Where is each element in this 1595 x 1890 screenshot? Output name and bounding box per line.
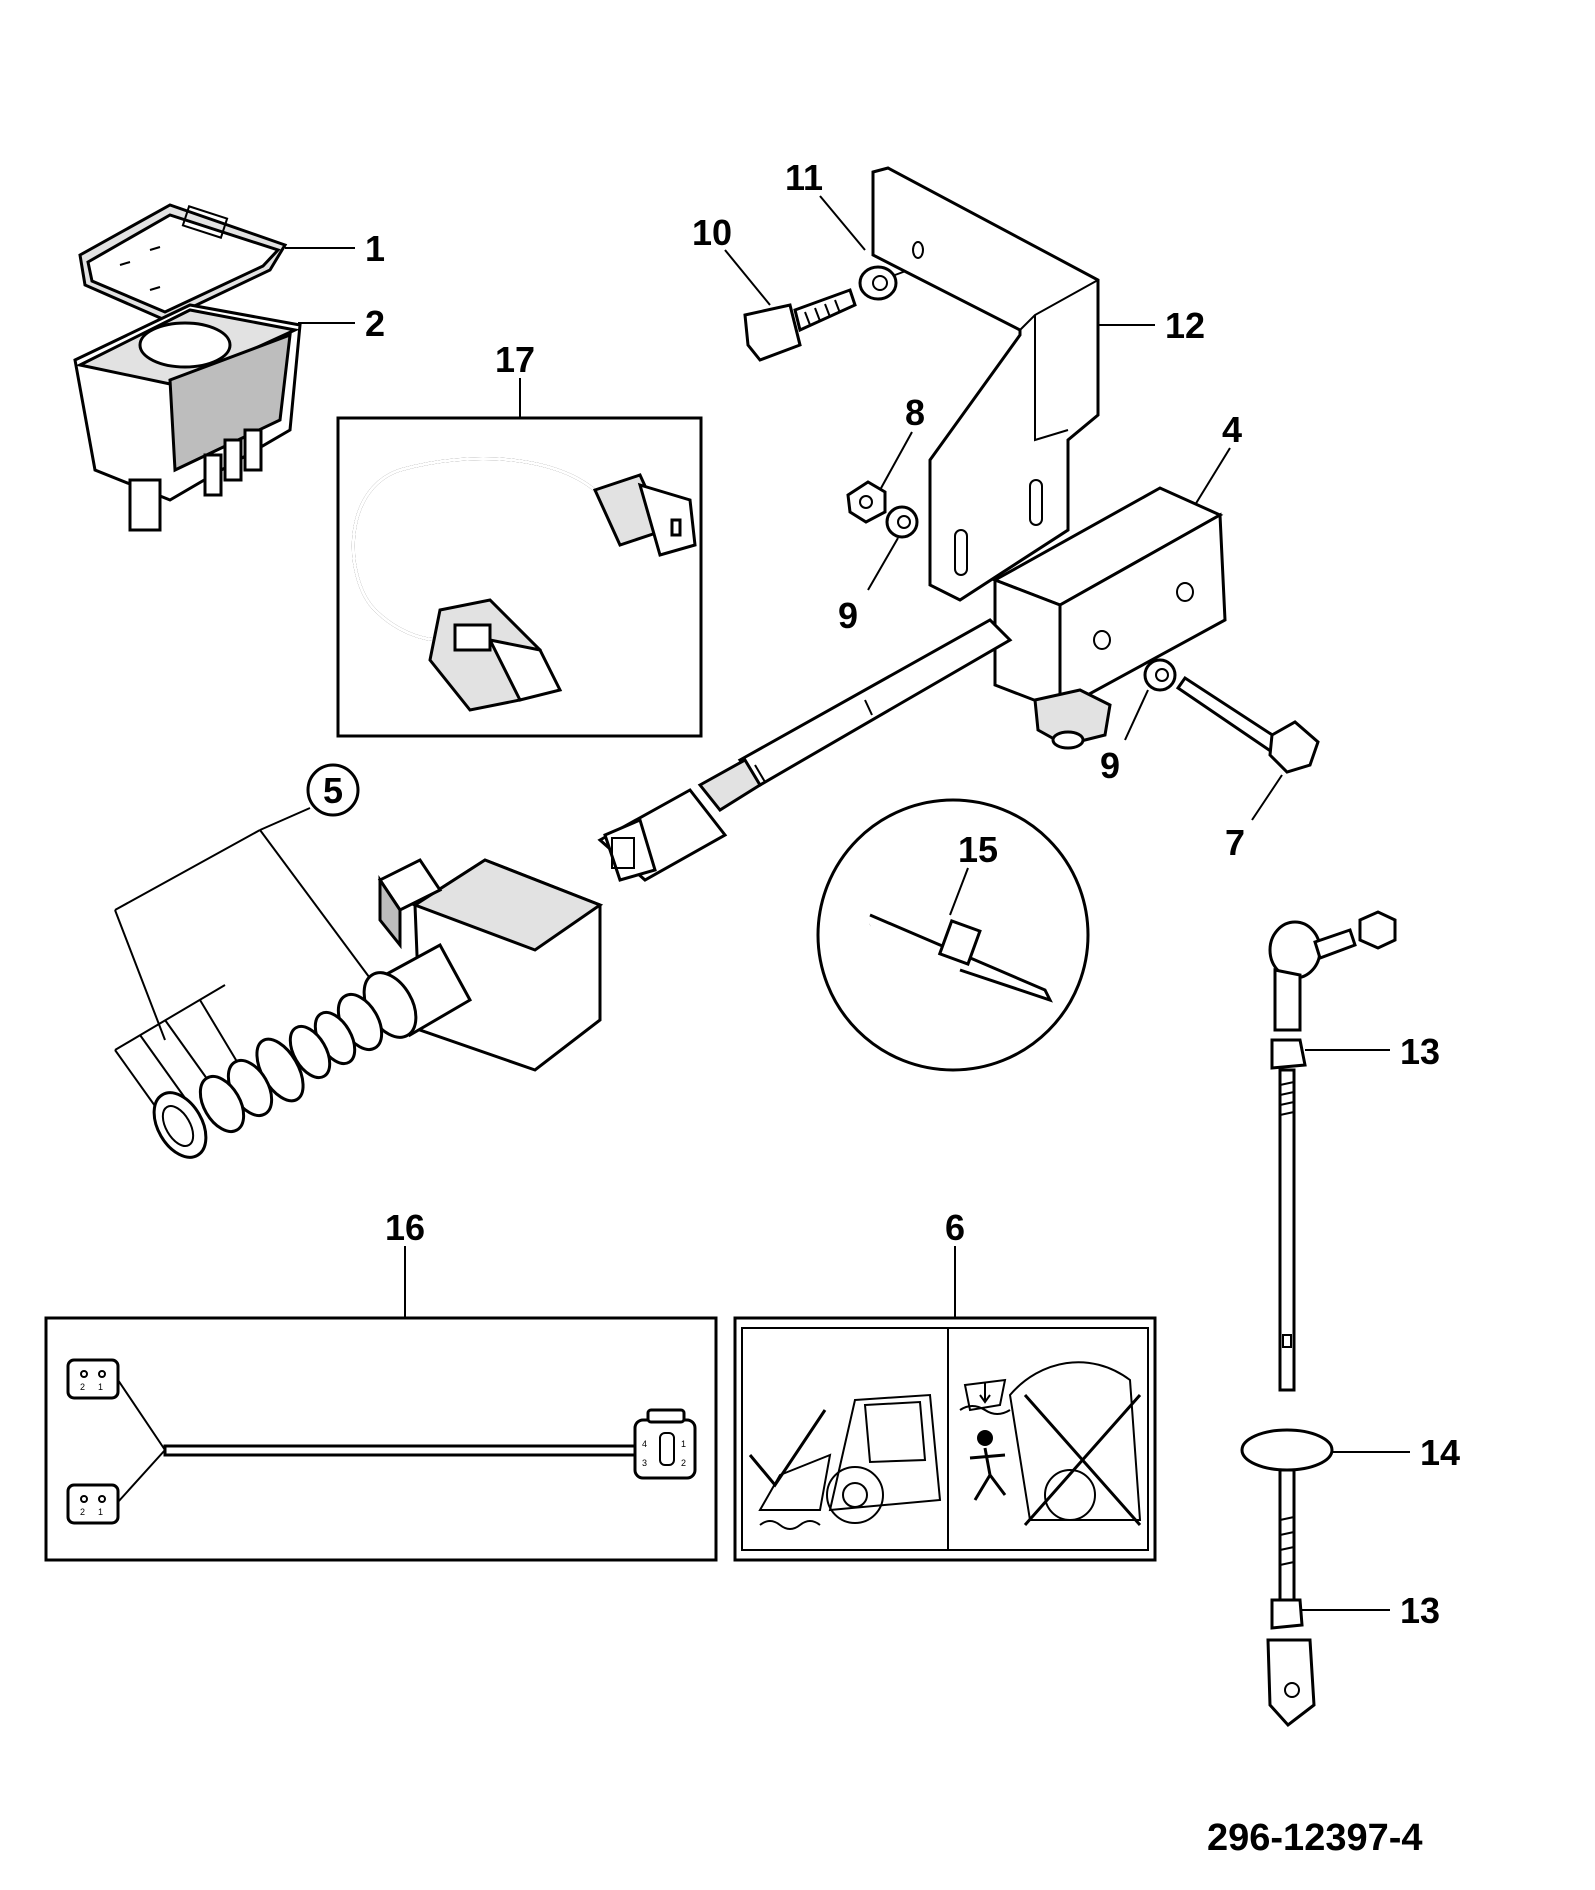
callout-5-circle [306, 763, 360, 817]
callout-9-lower: 9 [1100, 745, 1120, 786]
disc-14 [1240, 1428, 1334, 1472]
callout-15: 15 [958, 829, 998, 870]
solenoid-valve-5 [152, 858, 604, 1159]
nut-13-upper [1270, 1038, 1307, 1070]
decal-left-panel [748, 1393, 942, 1530]
washer-9-upper [885, 505, 919, 539]
callout-6: 6 [945, 1207, 965, 1248]
callout-12: 12 [1165, 305, 1205, 346]
callout-1: 1 [365, 228, 385, 269]
svg-text:3: 3 [642, 1458, 647, 1468]
callout-13-upper: 13 [1400, 1031, 1440, 1072]
svg-text:1: 1 [98, 1507, 103, 1517]
callout-7: 7 [1225, 822, 1245, 863]
decal-6-box [733, 1316, 1157, 1562]
bolt-10 [743, 288, 857, 362]
svg-text:2: 2 [681, 1458, 686, 1468]
cable-tie-15-circle [816, 798, 1090, 1072]
cross-mark-icon [1023, 1394, 1142, 1526]
decal-right-panel [959, 1361, 1142, 1526]
callout-9-upper: 9 [838, 595, 858, 636]
rod-assembly [1240, 910, 1397, 1728]
screw-7 [1175, 675, 1320, 774]
callout-5: 5 [323, 770, 343, 811]
check-mark-icon [748, 1409, 827, 1488]
svg-text:1: 1 [98, 1382, 103, 1392]
bucket-down-icon [959, 1378, 1011, 1415]
decal-6 [741, 1327, 1149, 1551]
cable-tie-15 [857, 913, 1053, 1014]
socket-icon [633, 1418, 697, 1480]
plug-bottom-icon [66, 1483, 120, 1525]
callout-16: 16 [385, 1207, 425, 1248]
person-icon [969, 1430, 1007, 1501]
harness-17-box [336, 416, 703, 738]
svg-text:2: 2 [80, 1507, 85, 1517]
callout-17: 17 [495, 339, 535, 380]
loader-machine-icon [758, 1393, 942, 1524]
callout-11: 11 [785, 157, 823, 198]
callout-4: 4 [1222, 409, 1242, 450]
callout-2: 2 [365, 303, 385, 344]
callout-14: 14 [1420, 1432, 1460, 1473]
wiring-harness-16: 2 1 2 1 4 1 3 2 [66, 1358, 697, 1525]
nut-8 [846, 480, 887, 524]
svg-text:2: 2 [80, 1382, 85, 1392]
washer-9-lower [1143, 658, 1177, 692]
callout-13-lower: 13 [1400, 1590, 1440, 1631]
nut-13-lower [1270, 1598, 1304, 1630]
rocker-switch [73, 203, 302, 532]
callout-10: 10 [692, 212, 732, 253]
switch-cable [597, 618, 1013, 882]
plug-top-icon [66, 1358, 120, 1400]
harness-16-box [44, 1316, 718, 1562]
svg-text:4: 4 [642, 1439, 647, 1449]
limit-switch-4 [991, 486, 1227, 750]
bracket-12 [871, 166, 1100, 602]
adapter-harness [351, 457, 697, 712]
svg-text:1: 1 [681, 1439, 686, 1449]
drawing-reference: 296-12397-4 [1207, 1817, 1423, 1859]
callout-8: 8 [905, 392, 925, 433]
